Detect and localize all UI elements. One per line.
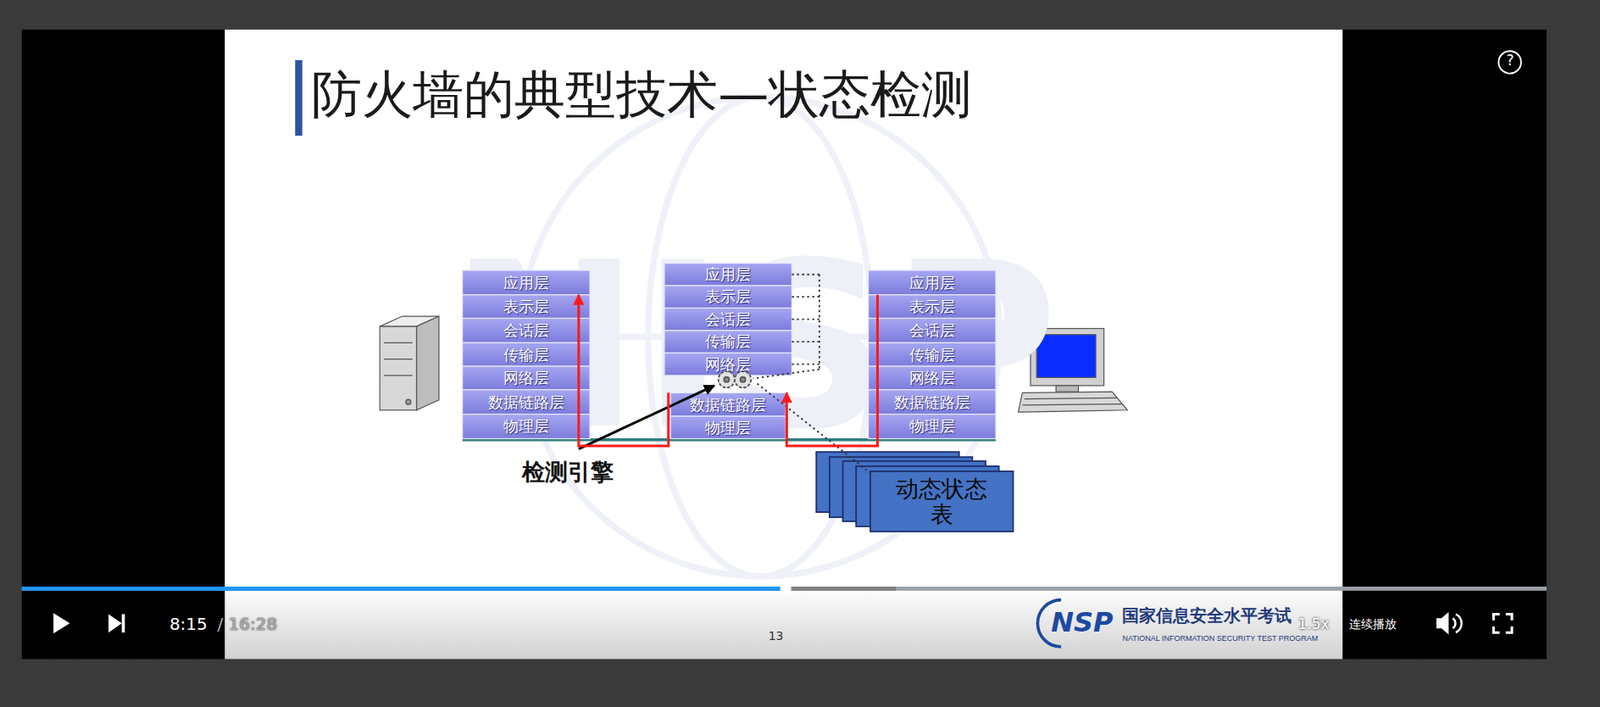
osi-layer-fill	[462, 317, 590, 343]
packet-flow-arrow	[786, 294, 878, 446]
server-icon	[379, 316, 439, 411]
logo-mark: NSP	[1050, 605, 1113, 639]
layer-text: 物理层	[503, 417, 550, 435]
layer-text: 网络层	[503, 369, 550, 387]
layer-text: 会话层	[909, 322, 956, 339]
help-icon	[1498, 50, 1521, 73]
osi-layer-fill	[868, 294, 996, 319]
osi-layer-fill	[868, 317, 996, 343]
volume-icon	[1436, 611, 1462, 634]
osi-layer-box: 网络层	[664, 353, 793, 376]
osi-layer-fill	[462, 342, 590, 367]
page-number: 13	[768, 628, 784, 644]
engine-label: 检测引擎	[522, 458, 614, 486]
osi-layer-fill	[462, 294, 590, 319]
layer-text: 物理层	[705, 419, 751, 437]
layer-text: 数据链路层	[488, 394, 565, 412]
osi-layer-box: 物理层	[461, 414, 590, 439]
osi-layer-box: 网络层	[868, 366, 997, 390]
layer-text: 表示层	[909, 298, 956, 316]
layer-text: 表示层	[705, 288, 751, 306]
osi-layer-fill	[868, 389, 996, 415]
state-table-box: 动态状态 表	[870, 471, 1014, 532]
progress-knob	[780, 583, 792, 595]
layer-text: 网络层	[909, 369, 956, 387]
progress-buffered	[22, 586, 896, 591]
title-accent-bar	[294, 60, 302, 136]
osi-layer-box: 表示层	[868, 294, 997, 319]
player-frame	[22, 29, 1547, 660]
osi-layer-fill	[868, 414, 996, 439]
osi-layer-box: 传输层	[664, 330, 793, 353]
osi-layer-box: 会话层	[664, 308, 793, 331]
layer-text: 网络层	[705, 355, 751, 373]
next-icon	[108, 613, 125, 633]
progress-played	[22, 586, 786, 591]
osi-layer-fill	[868, 366, 996, 390]
osi-layer-box: 物理层	[868, 414, 997, 439]
osi-layer-fill	[670, 416, 786, 439]
layer-text: 传输层	[909, 346, 956, 364]
slide-title: 防火墙的典型技术—状态检测	[311, 63, 973, 125]
layer-text: 传输层	[503, 346, 550, 364]
layer-text: 会话层	[503, 322, 550, 339]
inspection-engine-gears	[718, 371, 752, 388]
layer-text: 表示层	[503, 298, 550, 316]
current-time: 8:15	[169, 613, 208, 634]
fullscreen-icon	[1493, 613, 1512, 633]
layer-text: 应用层	[705, 266, 751, 284]
osi-layer-box: 表示层	[664, 285, 793, 308]
osi-layer-fill	[462, 389, 590, 415]
control-overlay	[22, 586, 1547, 659]
osi-layer-box: 数据链路层	[670, 393, 786, 417]
osi-layer-box: 数据链路层	[461, 389, 590, 415]
packet-flow-arrow	[578, 294, 669, 446]
osi-layer-fill	[462, 366, 590, 390]
table-text: 动态状态 表	[892, 476, 991, 527]
osi-layer-fill	[462, 270, 590, 295]
osi-layer-box: 应用层	[868, 270, 997, 295]
osi-layer-box: 会话层	[461, 318, 590, 344]
osi-layer-box: 表示层	[461, 294, 590, 319]
logo-subtitle: NATIONAL INFORMATION SECURITY TEST PROGR…	[1122, 633, 1318, 644]
osi-layer-box: 传输层	[461, 343, 590, 367]
osi-layer-fill	[868, 270, 996, 295]
engine-pointer-arrow	[578, 385, 715, 450]
osi-layer-box: 物理层	[670, 416, 786, 439]
osi-layer-box: 应用层	[664, 263, 793, 286]
play-icon	[53, 612, 70, 634]
osi-layer-fill	[664, 352, 792, 375]
osi-layer-fill	[670, 392, 786, 417]
total-time: / 16:28	[216, 613, 278, 634]
layer-text: 传输层	[705, 333, 751, 350]
osi-layer-box: 会话层	[868, 318, 997, 344]
layer-text: 应用层	[503, 274, 550, 292]
layer-text: 数据链路层	[689, 396, 767, 414]
logo-title: 国家信息安全水平考试	[1122, 605, 1292, 626]
osi-layer-fill	[462, 414, 590, 439]
help-mark: ?	[1500, 51, 1521, 69]
layer-text: 会话层	[705, 311, 751, 328]
speed-button: 1.5x	[1298, 615, 1330, 633]
osi-layer-fill	[664, 285, 792, 308]
osi-layer-box: 数据链路层	[868, 389, 997, 415]
slide-page	[224, 29, 1343, 660]
osi-layer-fill	[664, 330, 792, 353]
osi-layer-fill	[664, 262, 792, 285]
osi-layer-box: 应用层	[461, 270, 590, 295]
osi-layer-box: 传输层	[868, 343, 997, 367]
layer-text: 数据链路层	[894, 394, 971, 412]
state-table-fill	[870, 471, 1013, 532]
layer-text: 物理层	[909, 417, 956, 435]
layer-text: 应用层	[909, 274, 956, 292]
osi-layer-fill	[868, 342, 996, 367]
osi-layer-fill	[664, 307, 792, 330]
autoplay-toggle: 连续播放	[1349, 616, 1397, 632]
osi-layer-box: 网络层	[461, 366, 590, 390]
